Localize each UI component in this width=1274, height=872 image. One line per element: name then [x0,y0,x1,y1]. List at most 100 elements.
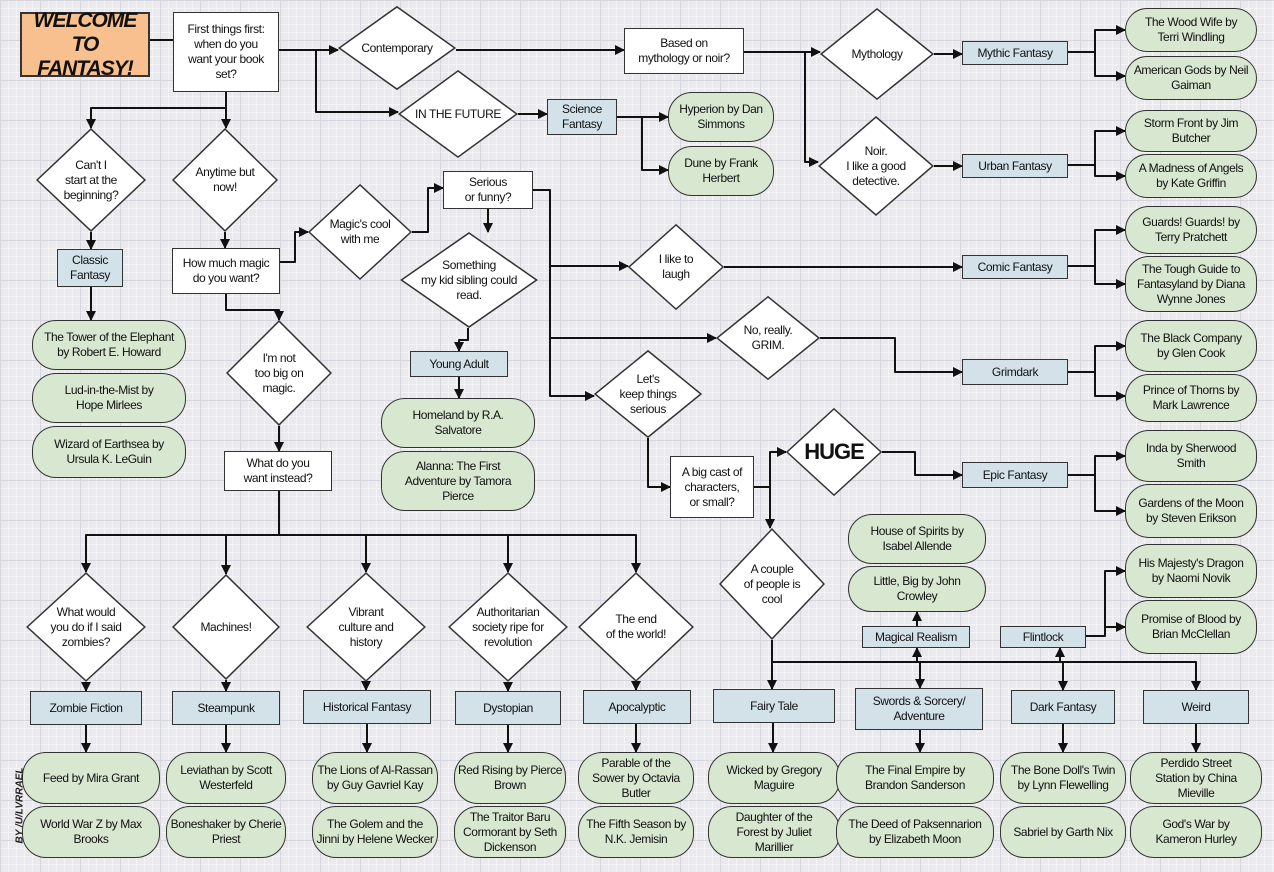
book-label: Alanna: The First Adventure by Tamora Pi… [404,458,512,503]
book-label: Lud-in-the-Mist by Hope Mirlees [64,383,154,412]
book-b-homeland: Homeland by R.A. Salvatore [381,398,535,448]
decision-mythology: Mythology [820,8,934,100]
decision-couple: A couple of people is cool [719,528,825,640]
book-label: The Traitor Baru Cormorant by Seth Dicke… [463,809,557,854]
decision-anytime: Anytime but now! [172,128,278,232]
genre-g-weird: Weird [1143,690,1249,724]
decision-label: Noir. I like a good detective. [846,143,906,188]
connector-arrow [771,640,1201,691]
decision-label: Mythology [851,46,903,61]
connector-arrow [225,294,284,321]
genre-g-fairy: Fairy Tale [713,689,835,723]
book-b-guards: Guards! Guards! by Terry Pratchett [1125,206,1257,254]
book-b-spirits: House of Spirits by Isabel Allende [848,514,986,564]
decision-huge: HUGE [786,408,882,496]
genre-label: Fairy Tale [750,698,798,713]
book-b-madness: A Madness of Angels by Kate Griffin [1125,154,1257,198]
connector-arrow [280,227,309,263]
genre-label: Grimdark [991,364,1039,379]
book-b-amgods: American Gods by Neil Gaiman [1125,56,1257,100]
genre-label: Swords & Sorcery/ Adventure [872,694,966,723]
genre-g-zombie: Zombie Fiction [30,691,142,725]
genre-magreal: Magical Realism [862,626,970,648]
book-b-woodwife: The Wood Wife by Terri Windling [1125,8,1257,52]
book-b-redrising: Red Rising by Pierce Brown [454,752,566,804]
author-credit: BY /U/LVRRAEL [14,767,26,844]
book-label: God's War by Kameron Hurley [1155,817,1237,846]
book-label: Dune by Frank Herbert [684,156,758,185]
book-b-sabriel: Sabriel by Garth Nix [1000,806,1126,858]
decision-label: HUGE [804,439,865,464]
book-label: Wicked by Gregory Maguire [726,763,822,792]
genre-g-apoc: Apocalyptic [583,690,691,724]
decision-label: The end of the world! [605,612,667,641]
genre-label: Dystopian [483,700,533,715]
connector-arrow [1094,52,1126,81]
decision-label: Authoritarian society ripe for revolutio… [472,604,544,649]
book-b-blood: Promise of Blood by Brian McClellan [1125,600,1257,654]
book-label: The Golem and the Jinni by Helene Wecker [316,817,434,846]
book-label: The Final Empire by Brandon Sanderson [865,763,965,792]
genre-ya: Young Adult [410,351,508,377]
connector-arrow [86,92,227,129]
genre-comic: Comic Fantasy [962,255,1068,279]
genre-epic: Epic Fantasy [962,462,1068,488]
question-mythnoir: Based on mythology or noir? [624,28,744,74]
connector-arrow [1094,475,1126,516]
book-b-leviathan: Leviathan by Scott Westerfeld [166,752,286,804]
book-label: Red Rising by Pierce Brown [457,763,563,792]
book-label: Daughter of the Forest by Juliet Marilli… [735,809,813,854]
genre-label: Epic Fantasy [982,467,1048,482]
book-b-dragon: His Majesty's Dragon by Naomi Novik [1125,544,1257,598]
decision-label: IN THE FUTURE [415,106,501,121]
connector-arrow [1094,266,1126,289]
genre-classic: Classic Fantasy [57,249,123,287]
genre-label: Mythic Fantasy [977,45,1053,60]
book-b-blackco: The Black Company by Glen Cook [1125,320,1257,372]
genre-urban: Urban Fantasy [962,154,1068,178]
decision-kid: Something my kid sibling could read. [400,232,538,328]
book-label: Gardens of the Moon by Steven Erikson [1138,496,1244,525]
book-label: The Bone Doll's Twin by Lynn Flewelling [1010,763,1116,792]
question-label: Serious or funny? [464,175,512,204]
book-b-earthsea: Wizard of Earthsea by Ursula K. LeGuin [32,426,186,478]
book-label: Little, Big by John Crowley [873,574,961,603]
book-b-stormfront: Storm Front by Jim Butcher [1125,110,1257,152]
book-b-hyperion: Hyperion by Dan Simmons [668,92,774,142]
connector-arrow [882,451,963,480]
book-label: The Wood Wife by Terri Windling [1144,15,1238,44]
decision-label: Let's keep things serious [619,371,677,416]
question-label: What do you want instead? [243,456,313,485]
genre-label: Dark Fantasy [1029,699,1097,714]
book-label: Guards! Guards! by Terry Pratchett [1142,215,1240,244]
book-label: Wizard of Earthsea by Ursula K. LeGuin [54,437,164,466]
connector-arrow [85,534,637,572]
genre-label: Science Fantasy [562,102,602,131]
connector-arrow [754,447,787,488]
title-title: WELCOME TO FANTASY! [20,9,150,80]
book-label: The Tough Guide to Fantasyland by Diana … [1136,261,1246,306]
book-label: Hyperion by Dan Simmons [679,102,763,131]
decision-vibrant: Vibrant culture and history [306,572,426,682]
decision-label: Anytime but now! [195,165,255,194]
genre-flintlock: Flintlock [1000,626,1086,648]
decision-label: Contemporary [361,40,433,55]
book-label: A Madness of Angels by Kate Griffin [1138,161,1244,190]
decision-magiccool: Magic's cool with me [308,184,412,280]
book-label: Sabriel by Garth Nix [1013,824,1113,839]
decision-cant: Can't I start at the beginning? [36,128,146,232]
decision-auth: Authoritarian society ripe for revolutio… [448,572,568,682]
genre-label: Flintlock [1022,629,1064,644]
book-label: American Gods by Neil Gaiman [1133,63,1249,92]
genre-mythic: Mythic Fantasy [962,41,1068,65]
connector-arrow [1068,451,1126,476]
connector-arrow [315,50,399,117]
book-b-feed: Feed by Mira Grant [22,752,160,804]
decision-label: What would you do if I said zombies? [50,604,122,649]
genre-g-hist: Historical Fantasy [303,690,431,724]
book-b-tower: The Tower of the Elephant by Robert E. H… [32,320,186,370]
question-first: First things first: when do you want you… [173,12,279,92]
book-b-deed: The Deed of Paksennarion by Elizabeth Mo… [836,806,994,858]
book-label: The Tower of the Elephant by Robert E. H… [44,330,174,359]
